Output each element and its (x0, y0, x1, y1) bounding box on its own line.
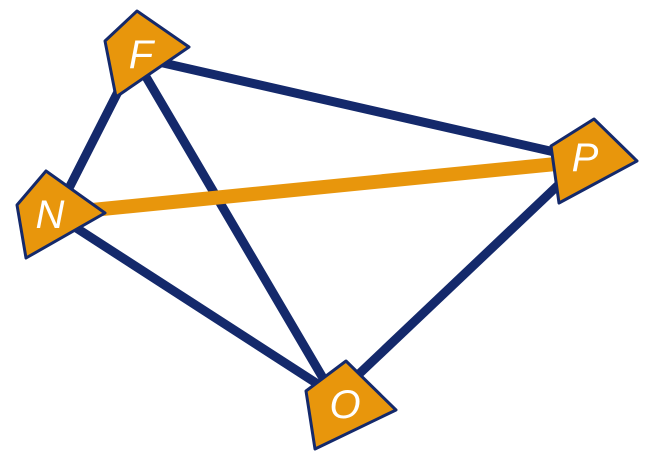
node-p[interactable]: P (549, 117, 639, 205)
edge-f-n (59, 75, 130, 201)
edge-n-p (91, 156, 567, 217)
edge-f-o (138, 67, 334, 393)
node-o-label: O (329, 383, 360, 427)
nodes-layer: F N P O (15, 9, 639, 451)
node-f-label: F (129, 33, 156, 77)
node-o[interactable]: O (304, 359, 398, 451)
node-f-shape (103, 9, 191, 99)
node-p-label: P (572, 136, 599, 180)
node-o-shape (304, 359, 398, 451)
edge-p-o (336, 168, 576, 396)
node-p-shape (549, 117, 639, 205)
node-f[interactable]: F (103, 9, 191, 99)
node-n-label: N (36, 193, 65, 237)
node-n[interactable]: N (15, 169, 107, 260)
edge-f-p (149, 55, 573, 161)
edges-layer (59, 55, 576, 396)
node-n-shape (15, 169, 107, 260)
edge-n-o (61, 216, 333, 396)
